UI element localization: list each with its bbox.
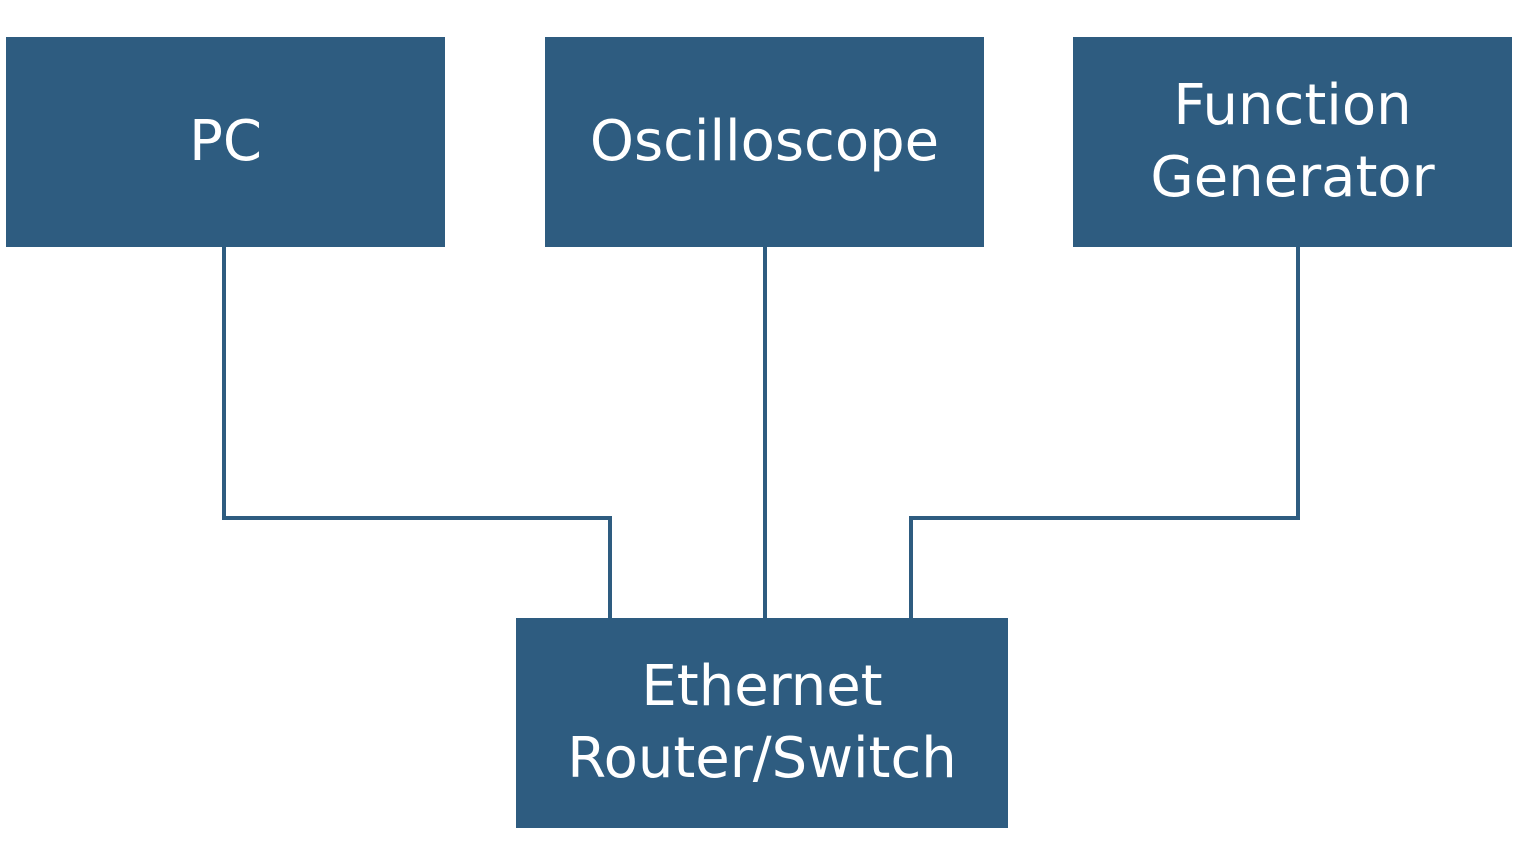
function-generator-label-line-2: Generator (1150, 145, 1435, 210)
function-generator-label-line-1: Function (1173, 73, 1412, 138)
function-generator-node: Function Generator (1073, 37, 1512, 247)
pc-node: PC (6, 37, 445, 247)
connector-pc-router (222, 247, 612, 618)
oscilloscope-node: Oscilloscope (545, 37, 984, 247)
pc-label: PC (189, 109, 262, 174)
oscilloscope-label: Oscilloscope (589, 109, 940, 174)
router-switch-node: Ethernet Router/Switch (516, 618, 1008, 828)
connector-function-generator-router (909, 247, 1300, 618)
router-label-line-2: Router/Switch (567, 726, 957, 791)
router-label-line-1: Ethernet (641, 654, 883, 719)
